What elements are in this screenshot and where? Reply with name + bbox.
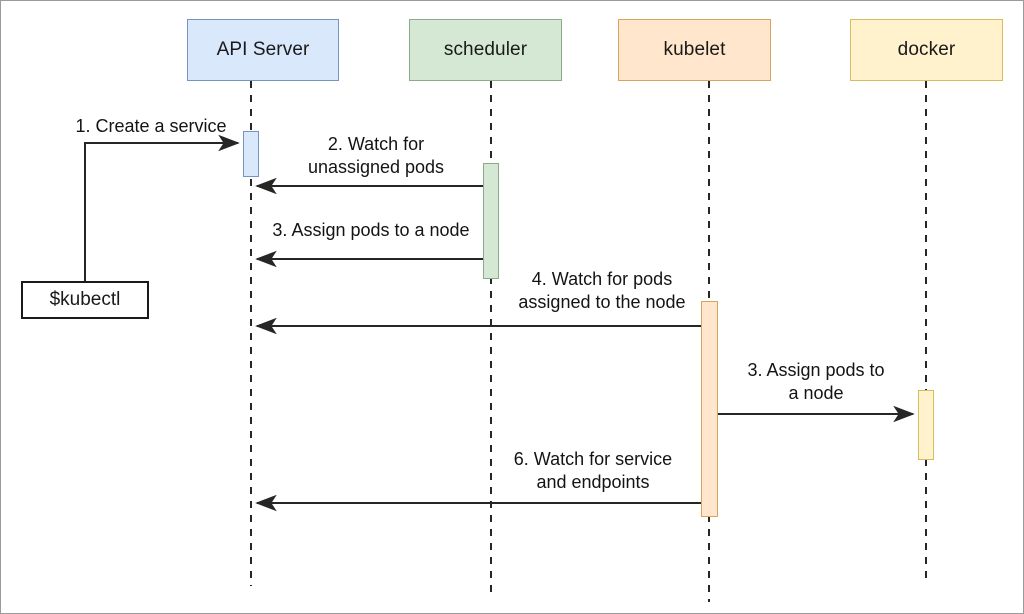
message-label-2: 2. Watch for unassigned pods [307,134,445,178]
message-label-3: 3. Assign pods to a node [272,220,470,240]
participant-label-kubelet: kubelet [663,38,726,60]
participant-kubelet[interactable]: kubelet [618,19,771,81]
message-arrow-1 [84,134,240,281]
message-label-6: 6. Watch for service and endpoints [513,449,673,493]
participant-label-scheduler: scheduler [443,38,528,60]
actor-kubectl[interactable]: $kubectl [21,281,149,319]
actor-label-kubectl: $kubectl [49,289,121,310]
participant-docker[interactable]: docker [850,19,1003,81]
participant-label-docker: docker [897,38,956,60]
message-label-4: 4. Watch for pods assigned to the node [518,269,686,313]
participant-scheduler[interactable]: scheduler [409,19,562,81]
message-label-1: 1. Create a service [75,116,227,136]
participant-api-server[interactable]: API Server [187,19,339,81]
activation-docker [918,390,934,460]
activation-api-server [243,131,259,177]
activation-kubelet [701,301,718,517]
activation-scheduler [483,163,499,279]
message-label-5: 3. Assign pods to a node [747,360,885,404]
participant-label-api-server: API Server [216,38,310,60]
